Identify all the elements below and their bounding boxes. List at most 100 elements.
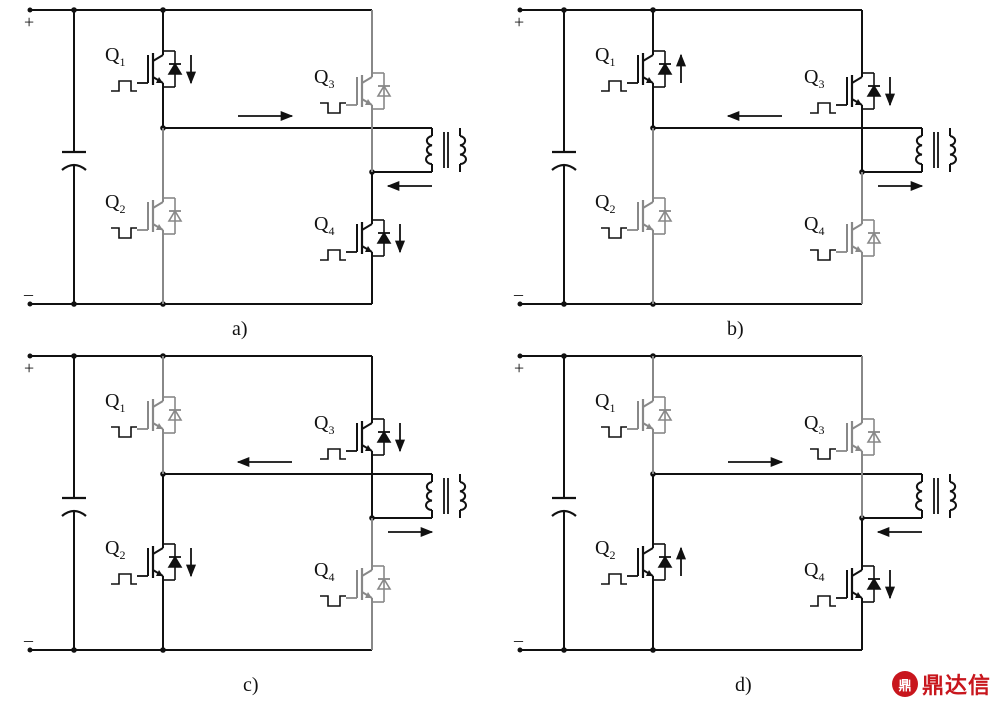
collector-diag: [642, 201, 654, 209]
switch-label-sub: 2: [119, 202, 125, 216]
emitter-arrow: [156, 77, 163, 83]
neg-label: –: [513, 284, 524, 304]
junction-dot: [160, 647, 166, 653]
emitter-arrow: [855, 592, 862, 598]
switch-label-sub: 2: [119, 548, 125, 562]
gate-pulse-on: [810, 102, 836, 114]
caption-b: b): [727, 318, 744, 340]
collector-diag: [642, 400, 654, 408]
collector-diag: [152, 201, 164, 209]
emitter-arrow: [646, 77, 653, 83]
junction-dot: [561, 301, 567, 307]
igbt-switch: Q4: [804, 518, 896, 650]
gate-pulse-off: [111, 227, 137, 239]
switch-label: Q1: [105, 390, 125, 415]
transformer-secondary-icon: [459, 135, 467, 165]
junction-dot: [650, 647, 656, 653]
igbt-switch: Q4: [804, 172, 882, 304]
switch-label: Q2: [595, 537, 615, 562]
switch-label-sub: 2: [609, 202, 615, 216]
pos-label: +: [514, 358, 524, 378]
diode-icon: [657, 555, 673, 568]
igbt-switch: Q2: [595, 474, 687, 650]
emitter-arrow: [855, 445, 862, 451]
switch-label-sub: 3: [818, 77, 824, 91]
collector-diag: [361, 569, 373, 577]
pos-label: +: [24, 358, 34, 378]
junction-dot: [71, 301, 77, 307]
transformer-primary-icon: [915, 481, 923, 511]
switch-label-sub: 2: [609, 548, 615, 562]
emitter-arrow: [365, 99, 372, 105]
collector-diag: [152, 400, 164, 408]
diode-icon: [167, 408, 183, 421]
diode-icon: [866, 577, 882, 590]
switch-label-sub: 4: [328, 570, 334, 584]
gate-pulse-on: [601, 80, 627, 92]
diode-icon: [376, 231, 392, 244]
collector-diag: [642, 547, 654, 555]
diode-icon: [376, 577, 392, 590]
capacitor-icon: [61, 163, 87, 171]
caption-a: a): [232, 318, 248, 340]
junction-dot: [71, 647, 77, 653]
neg-label: –: [23, 284, 34, 304]
transformer-primary-icon: [425, 481, 433, 511]
collector-diag: [851, 76, 863, 84]
gate-pulse-on: [111, 80, 137, 92]
switch-label: Q3: [804, 412, 824, 437]
transformer-primary-icon: [915, 135, 923, 165]
switch-label: Q2: [105, 537, 125, 562]
diode-icon: [657, 408, 673, 421]
switch-label-sub: 1: [119, 55, 125, 69]
transformer-primary-icon: [425, 135, 433, 165]
emitter-arrow: [855, 246, 862, 252]
switch-label-sub: 3: [818, 423, 824, 437]
collector-diag: [642, 54, 654, 62]
diode-icon: [866, 84, 882, 97]
transformer-secondary-icon: [949, 135, 957, 165]
junction-dot: [71, 7, 77, 13]
transformer-secondary-icon: [459, 481, 467, 511]
diode-icon: [657, 209, 673, 222]
watermark-logo: 鼎 鼎达信: [891, 668, 991, 700]
gate-pulse-off: [810, 249, 836, 261]
logo-icon: 鼎: [891, 671, 918, 697]
gate-pulse-off: [810, 448, 836, 460]
switch-label: Q2: [595, 191, 615, 216]
gate-pulse-off: [601, 426, 627, 438]
gate-pulse-on: [111, 573, 137, 585]
collector-diag: [851, 422, 863, 430]
pos-label: +: [514, 12, 524, 32]
emitter-arrow: [646, 423, 653, 429]
igbt-switch: Q1: [595, 10, 687, 128]
collector-diag: [361, 76, 373, 84]
diode-icon: [866, 430, 882, 443]
gate-pulse-off: [320, 595, 346, 607]
switch-label: Q3: [314, 412, 334, 437]
switch-label-sub: 1: [119, 401, 125, 415]
switch-label-sub: 4: [328, 224, 334, 238]
emitter-arrow: [156, 570, 163, 576]
collector-diag: [152, 54, 164, 62]
capacitor-icon: [61, 509, 87, 517]
logo-text: 鼎达信: [921, 674, 991, 699]
junction-dot: [561, 7, 567, 13]
gate-pulse-on: [320, 448, 346, 460]
gate-pulse-off: [111, 426, 137, 438]
diode-icon: [376, 84, 392, 97]
igbt-switch: Q2: [105, 128, 183, 304]
gate-pulse-off: [320, 102, 346, 114]
emitter-arrow: [646, 224, 653, 230]
emitter-arrow: [156, 423, 163, 429]
igbt-switch: Q2: [105, 474, 197, 650]
diode-icon: [657, 62, 673, 75]
igbt-switch: Q3: [804, 356, 882, 518]
emitter-arrow: [365, 246, 372, 252]
switch-label: Q2: [105, 191, 125, 216]
switch-label: Q4: [804, 559, 824, 584]
switch-label-sub: 1: [609, 55, 615, 69]
igbt-switch: Q2: [595, 128, 673, 304]
